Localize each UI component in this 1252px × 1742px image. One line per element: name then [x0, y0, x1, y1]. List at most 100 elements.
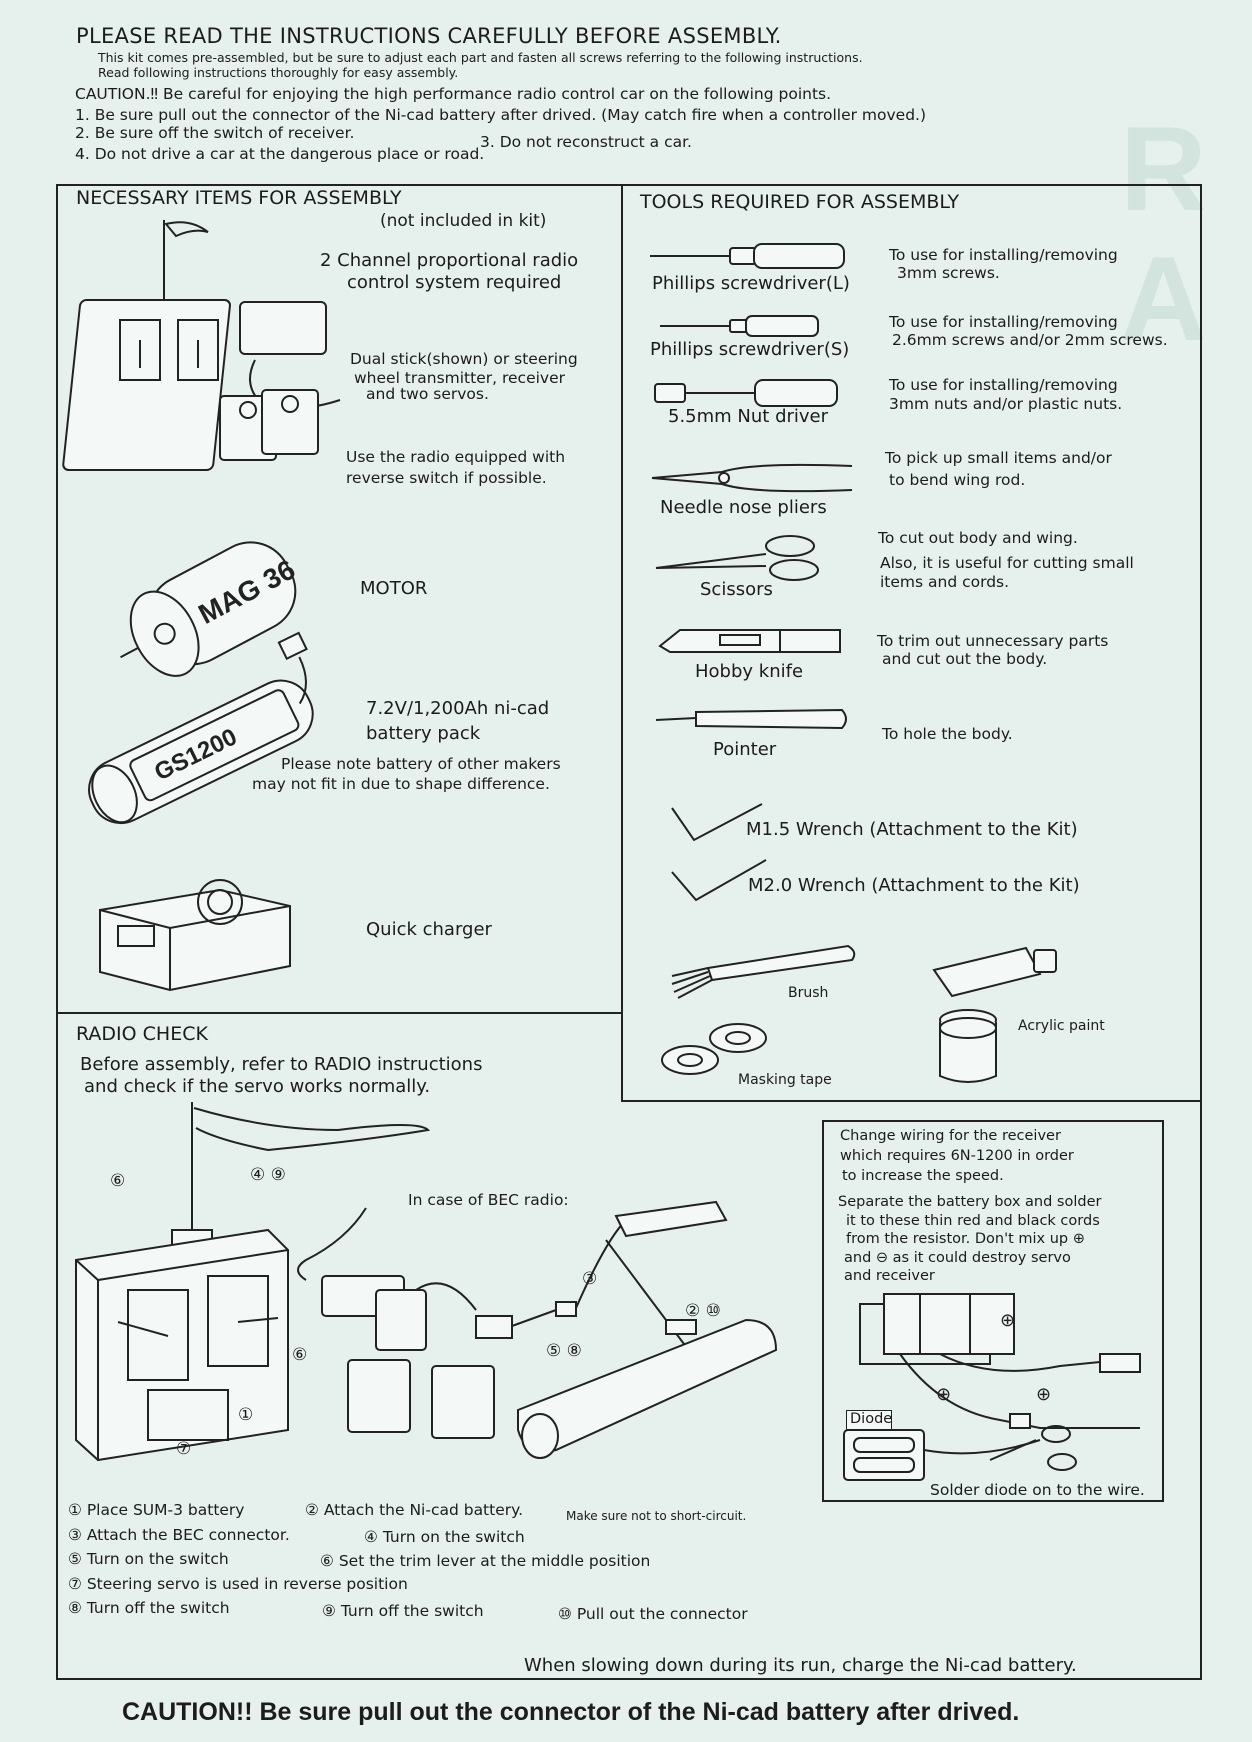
diode-label: Diode — [850, 1411, 893, 1427]
transmitter-illustration — [62, 220, 341, 471]
dual-stick-1: Dual stick(shown) or steering — [350, 350, 578, 368]
bec-radio-label: In case of BEC radio: — [408, 1191, 569, 1209]
svg-text:⊕: ⊕ — [936, 1384, 951, 1405]
caution-point-2: 2. Be sure off the switch of receiver. — [75, 124, 355, 142]
callout-3: ③ — [582, 1269, 598, 1289]
wiring-line-5: it to these thin red and black cords — [846, 1213, 1100, 1229]
tool-desc-pointer-1: To hole the body. — [882, 725, 1013, 743]
svg-text:⊕: ⊕ — [1036, 1384, 1051, 1405]
step-9: ⑨ Turn off the switch — [322, 1602, 484, 1620]
intro-line-1: This kit comes pre-assembled, but be sur… — [98, 50, 863, 65]
wrench-m15-label: M1.5 Wrench (Attachment to the Kit) — [746, 819, 1078, 840]
masking-tape-illustration — [661, 1023, 767, 1075]
tool-name-pointer: Pointer — [713, 739, 777, 760]
solder-diode-label: Solder diode on to the wire. — [930, 1481, 1145, 1499]
battery-label-1: 7.2V/1,200Ah ni-cad — [366, 698, 550, 719]
tool-desc-screwdriver-s-1: To use for installing/removing — [889, 313, 1118, 331]
paint-tube-illustration — [932, 946, 1057, 998]
radio-required-1: 2 Channel proportional radio — [320, 250, 579, 271]
wiring-line-1: Change wiring for the receiver — [840, 1128, 1061, 1144]
necessary-subtitle: (not included in kit) — [380, 211, 547, 231]
tool-desc-scissors-2: Also, it is useful for cutting small — [880, 554, 1134, 572]
callout-5-8: ⑤ ⑧ — [546, 1341, 582, 1361]
callout-2-10: ② ⑩ — [685, 1301, 721, 1321]
tool-desc-nut-driver-1: To use for installing/removing — [889, 376, 1118, 394]
motor-label: MOTOR — [360, 578, 428, 599]
radio-check-desc-2: and check if the servo works normally. — [84, 1076, 431, 1097]
callout-6-top: ⑥ — [110, 1171, 126, 1191]
callout-7: ⑦ — [176, 1439, 192, 1459]
step-4: ④ Turn on the switch — [364, 1528, 525, 1546]
tool-desc-scissors-1: To cut out body and wing. — [878, 529, 1078, 547]
step-2-note: Make sure not to short-circuit. — [566, 1509, 747, 1523]
radio-check-title: RADIO CHECK — [76, 1023, 208, 1045]
tools-bottom-divider — [621, 1100, 1202, 1102]
brush-label: Brush — [788, 985, 829, 1001]
screwdriver-large-illustration — [650, 243, 845, 269]
tool-desc-pliers-2: to bend wing rod. — [889, 471, 1026, 489]
nut-driver-illustration — [654, 379, 838, 407]
battery-label-2: battery pack — [366, 723, 481, 744]
wiring-line-8: and receiver — [844, 1268, 935, 1284]
pointer-illustration — [655, 708, 847, 730]
wiring-line-7: and ⊖ as it could destroy servo — [844, 1250, 1071, 1266]
charge-note: When slowing down during its run, charge… — [524, 1655, 1077, 1676]
wrench-m20-label: M2.0 Wrench (Attachment to the Kit) — [748, 875, 1080, 896]
step-6: ⑥ Set the trim lever at the middle posit… — [320, 1552, 651, 1570]
battery-pack-illustration: GS1200 — [88, 631, 314, 825]
reverse-switch-1: Use the radio equipped with — [346, 448, 566, 466]
step-10: ⑩ Pull out the connector — [558, 1605, 748, 1623]
dual-stick-2: wheel transmitter, receiver — [354, 369, 565, 387]
dual-stick-3: and two servos. — [366, 385, 489, 403]
wiring-line-6: from the resistor. Don't mix up ⊕ — [846, 1231, 1085, 1247]
wrench-m20-illustration — [671, 859, 767, 902]
svg-text:⊕: ⊕ — [1000, 1310, 1015, 1331]
wiring-line-2: which requires 6N-1200 in order — [840, 1148, 1074, 1164]
hobby-knife-illustration — [658, 629, 841, 653]
diode-label-box — [846, 1410, 892, 1430]
step-3: ③ Attach the BEC connector. — [68, 1526, 290, 1544]
tool-desc-nut-driver-2: 3mm nuts and/or plastic nuts. — [889, 395, 1123, 413]
tool-name-pliers: Needle nose pliers — [660, 497, 827, 518]
step-2: ② Attach the Ni-cad battery. — [305, 1501, 524, 1519]
charger-label: Quick charger — [366, 919, 492, 940]
tool-desc-scissors-3: items and cords. — [880, 573, 1010, 591]
caution-line: CAUTION.‼ Be careful for enjoying the hi… — [75, 85, 832, 103]
caution-point-4: 4. Do not drive a car at the dangerous p… — [75, 145, 485, 163]
step-8: ⑧ Turn off the switch — [68, 1599, 230, 1617]
tool-desc-hobby-knife-2: and cut out the body. — [882, 650, 1048, 668]
tool-name-nut-driver: 5.5mm Nut driver — [668, 406, 829, 427]
tool-name-screwdriver-l: Phillips screwdriver(L) — [652, 273, 850, 294]
motor-illustration: MAG 36 — [120, 541, 300, 677]
wiring-line-4: Separate the battery box and solder — [838, 1194, 1102, 1210]
callout-6-side: ⑥ — [292, 1345, 308, 1365]
page-title: PLEASE READ THE INSTRUCTIONS CAREFULLY B… — [76, 24, 782, 48]
tool-name-scissors: Scissors — [700, 579, 773, 600]
scissors-illustration — [655, 535, 819, 581]
step-7: ⑦ Steering servo is used in reverse posi… — [68, 1575, 408, 1593]
tools-title: TOOLS REQUIRED FOR ASSEMBLY — [640, 191, 960, 213]
tool-name-hobby-knife: Hobby knife — [695, 661, 804, 682]
caution-point-1: 1. Be sure pull out the connector of the… — [75, 106, 927, 124]
battery-note-2: may not fit in due to shape difference. — [252, 775, 550, 793]
reverse-switch-2: reverse switch if possible. — [346, 469, 547, 487]
necessary-title: NECESSARY ITEMS FOR ASSEMBLY — [76, 187, 402, 209]
paint-label: Acrylic paint — [1018, 1018, 1105, 1034]
caution-point-3: 3. Do not reconstruct a car. — [480, 133, 692, 151]
step-1: ① Place SUM-3 battery — [68, 1501, 245, 1519]
column-divider — [621, 184, 623, 1102]
tool-name-screwdriver-s: Phillips screwdriver(S) — [650, 339, 850, 360]
wiring-line-3: to increase the speed. — [842, 1168, 1004, 1184]
tool-desc-screwdriver-l-2: 3mm screws. — [897, 264, 1000, 282]
step-5: ⑤ Turn on the switch — [68, 1550, 229, 1568]
callout-4-9: ④ ⑨ — [250, 1165, 286, 1185]
wrench-m15-illustration — [671, 803, 763, 842]
paint-jar-illustration — [939, 1009, 997, 1083]
needle-nose-pliers-illustration — [651, 463, 853, 493]
radio-check-desc-1: Before assembly, refer to RADIO instruct… — [80, 1054, 483, 1075]
receiver-wiring-diagram: ⊕ ⊕ ⊕ — [843, 1293, 1141, 1481]
tool-desc-screwdriver-s-2: 2.6mm screws and/or 2mm screws. — [892, 331, 1168, 349]
wiring-note-box — [822, 1120, 1164, 1502]
callout-1: ① — [238, 1405, 254, 1425]
